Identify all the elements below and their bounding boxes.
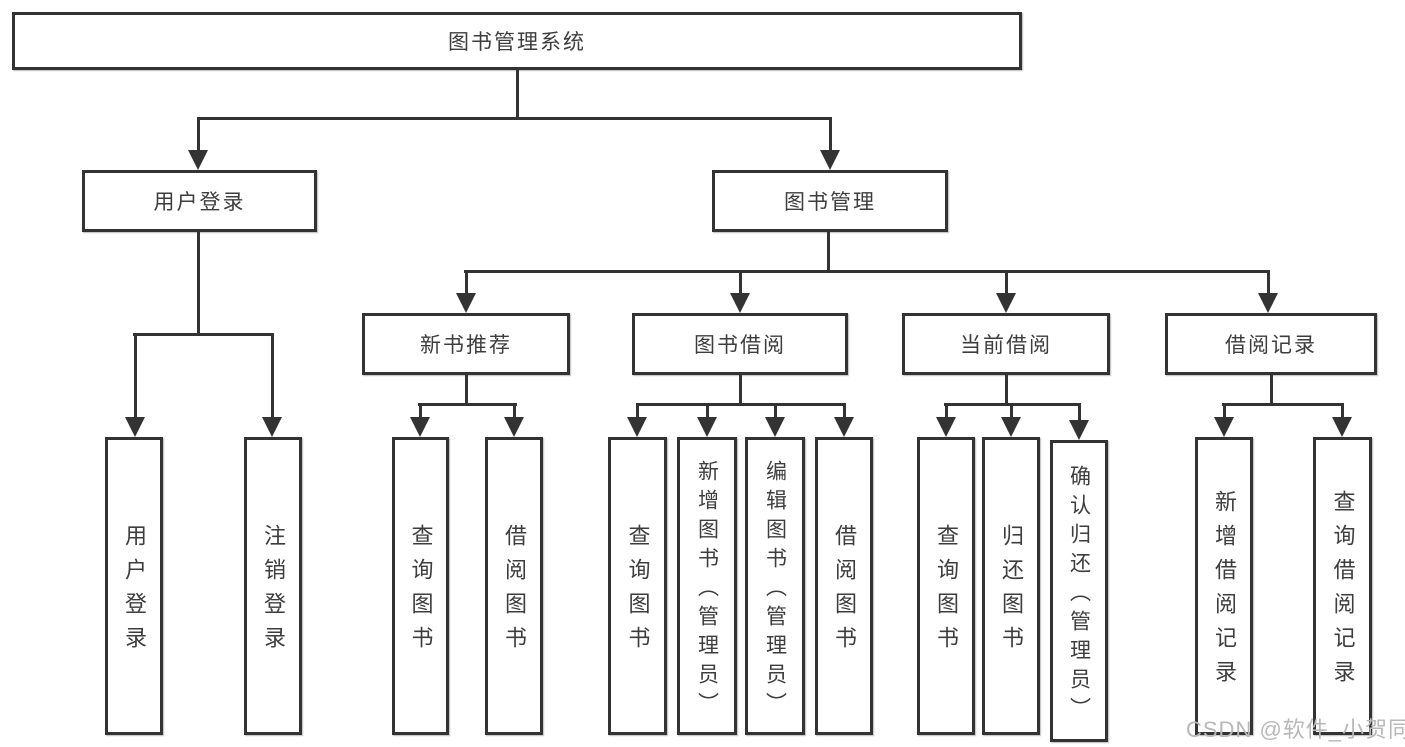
box-library-system: 图书管理系统 [12,12,1022,70]
connector-line [465,375,468,406]
box-return-books: 归还图书 [982,437,1040,735]
arrow-down-icon [1258,293,1278,313]
box-user-login: 用户登录 [82,170,317,232]
arrow-down-icon [820,150,840,170]
box-confirm-return-admin: 确认归还（管理员） [1050,440,1108,742]
box-current-borrowing: 当前借阅 [902,313,1110,375]
connector-line [827,232,830,273]
box-query-books-borrowing: 查询图书 [608,437,667,735]
connector-line [739,270,742,296]
box-book-borrowing: 图书借阅 [632,313,848,375]
arrow-down-icon [456,293,476,313]
connector-line [464,270,1270,273]
arrow-down-icon [125,417,145,437]
connector-line [829,117,832,153]
box-user-login-action: 用户登录 [105,437,163,735]
connector-line [1078,403,1081,422]
connector-line [843,403,846,419]
connector-line [197,117,832,120]
connector-line [1005,375,1008,406]
arrow-down-icon [627,417,647,437]
connector-line [271,333,274,420]
arrow-down-icon [1332,417,1352,437]
connector-line [1010,403,1013,419]
arrow-down-icon [996,293,1016,313]
connector-line [1270,375,1273,406]
connector-line [739,375,742,406]
connector-line [419,403,422,419]
connector-line [636,403,639,419]
connector-line [1005,270,1008,296]
arrow-down-icon [1214,417,1234,437]
connector-line [465,270,468,296]
box-query-books-recommend: 查询图书 [392,437,449,735]
box-edit-book-admin: 编辑图书（管理员） [745,437,805,735]
connector-line [774,403,777,419]
box-borrow-books-borrowing: 借阅图书 [815,437,873,735]
arrow-down-icon [504,417,524,437]
arrow-down-icon [765,417,785,437]
box-add-borrow-record: 新增借阅记录 [1195,437,1253,735]
connector-line [134,333,137,420]
connector-line [197,232,200,336]
connector-line [513,403,516,419]
arrow-down-icon [410,417,430,437]
connector-line [1267,270,1270,296]
arrow-down-icon [730,293,750,313]
connector-line [636,403,846,406]
arrow-down-icon [834,417,854,437]
connector-line [133,333,274,336]
connector-line [1223,403,1226,419]
box-borrow-books-recommend: 借阅图书 [485,437,543,735]
arrow-down-icon [1069,420,1089,440]
arrow-down-icon [936,417,956,437]
arrow-down-icon [697,417,717,437]
connector-line [516,70,519,118]
arrow-down-icon [188,150,208,170]
connector-line [197,117,200,153]
connector-line [706,403,709,419]
box-query-books-current: 查询图书 [917,437,975,735]
arrow-down-icon [1001,417,1021,437]
connector-line [945,403,948,419]
box-add-book-admin: 新增图书（管理员） [677,437,737,735]
box-book-management: 图书管理 [712,170,948,232]
box-query-borrow-record: 查询借阅记录 [1313,437,1372,735]
box-logout-action: 注销登录 [244,437,302,735]
connector-line [1341,403,1344,419]
watermark: CSDN @软件_小贺同学 [1186,717,1405,742]
box-new-book-recommend: 新书推荐 [362,313,570,375]
connector-line [418,403,517,406]
connector-line [1222,403,1344,406]
box-borrowing-records: 借阅记录 [1165,313,1377,375]
arrow-down-icon [262,417,282,437]
